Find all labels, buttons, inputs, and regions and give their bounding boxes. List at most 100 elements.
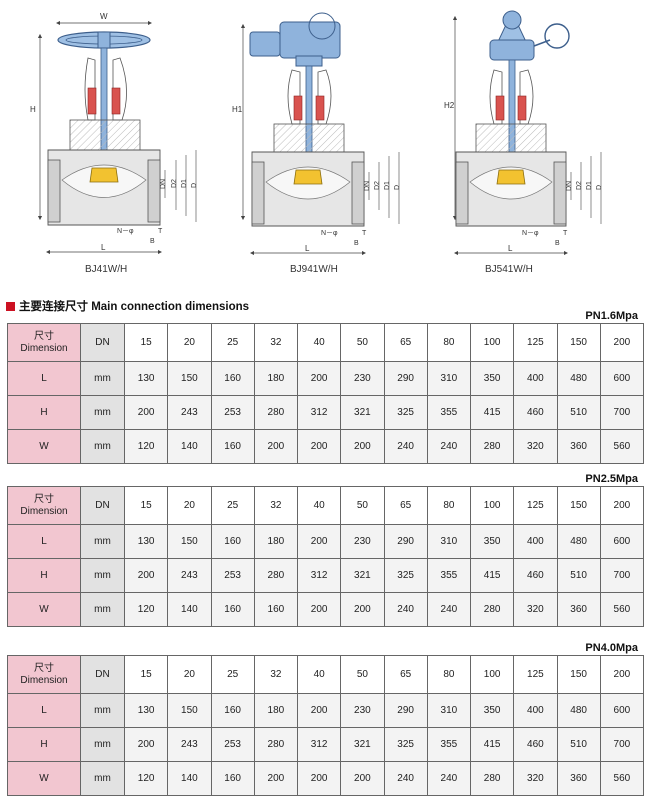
dn-value-cell: 100 <box>469 655 515 694</box>
value-cell: 160 <box>210 761 255 796</box>
label-b: B <box>150 238 155 245</box>
value-cell: 200 <box>340 761 385 796</box>
value-cell: 240 <box>426 592 472 627</box>
value-cell: 415 <box>469 558 515 593</box>
section-title-text: 主要连接尺寸 Main connection dimensions <box>19 301 250 313</box>
value-cell: 160 <box>210 592 255 627</box>
value-cell: 230 <box>340 693 385 728</box>
dn-value-cell: 65 <box>383 486 428 525</box>
header-dn-cell: DN <box>80 655 125 694</box>
value-cell: 350 <box>469 693 515 728</box>
value-cell: 280 <box>469 592 515 627</box>
value-cell: 160 <box>253 592 299 627</box>
dn-value-cell: 150 <box>556 323 601 362</box>
unit-cell: mm <box>80 361 125 396</box>
dn-value-cell: 20 <box>167 323 212 362</box>
value-cell: 160 <box>210 361 255 396</box>
dn-value-cell: 50 <box>340 655 385 694</box>
value-cell: 560 <box>599 592 645 627</box>
label-dn: DN <box>364 181 371 191</box>
value-cell: 120 <box>123 429 169 464</box>
row-label-cell: L <box>7 693 81 728</box>
label-d2: D2 <box>576 181 583 190</box>
header-cn: 尺寸 <box>34 330 54 342</box>
label-w: W <box>100 12 108 21</box>
value-cell: 355 <box>426 558 472 593</box>
value-cell: 321 <box>340 395 385 430</box>
valve-figure-bj541: H2 DN D2 D1 D N－φ T B L <box>444 10 603 256</box>
value-cell: 200 <box>296 693 342 728</box>
value-cell: 325 <box>383 727 428 762</box>
label-dn: DN <box>160 179 167 189</box>
dn-value-cell: 20 <box>167 486 212 525</box>
dn-value-cell: 32 <box>253 655 299 694</box>
value-cell: 350 <box>469 524 515 559</box>
value-cell: 140 <box>167 429 212 464</box>
pressure-label-pn25: PN2.5Mpa <box>585 473 638 485</box>
value-cell: 280 <box>469 761 515 796</box>
header-cn: 尺寸 <box>34 662 54 674</box>
value-cell: 510 <box>556 558 601 593</box>
unit-cell: mm <box>80 693 125 728</box>
value-cell: 240 <box>426 761 472 796</box>
dn-value-cell: 32 <box>253 323 299 362</box>
value-cell: 415 <box>469 395 515 430</box>
label-h2: H2 <box>444 101 455 110</box>
header-dn-cell: DN <box>80 323 125 362</box>
value-cell: 200 <box>296 761 342 796</box>
value-cell: 320 <box>513 761 558 796</box>
unit-cell: mm <box>80 395 125 430</box>
row-label-cell: W <box>7 592 81 627</box>
label-d2: D2 <box>171 179 178 188</box>
value-cell: 480 <box>556 361 601 396</box>
value-cell: 312 <box>296 727 342 762</box>
dn-value-cell: 20 <box>167 655 212 694</box>
valve-figure-bj41: W H DN D2 D1 D N－φ T B <box>30 12 198 255</box>
value-cell: 200 <box>296 524 342 559</box>
label-nphi: N－φ <box>522 230 539 237</box>
value-cell: 200 <box>340 429 385 464</box>
value-cell: 415 <box>469 727 515 762</box>
value-cell: 480 <box>556 524 601 559</box>
label-t: T <box>563 230 568 237</box>
value-cell: 460 <box>513 395 558 430</box>
dn-value-cell: 80 <box>426 486 472 525</box>
value-cell: 130 <box>123 524 169 559</box>
value-cell: 280 <box>469 429 515 464</box>
figure-caption-bj41: BJ41W/H <box>85 264 128 275</box>
label-h: H <box>30 105 36 114</box>
value-cell: 290 <box>383 693 428 728</box>
value-cell: 480 <box>556 693 601 728</box>
value-cell: 253 <box>210 727 255 762</box>
label-t: T <box>362 230 367 237</box>
value-cell: 200 <box>296 361 342 396</box>
value-cell: 160 <box>210 429 255 464</box>
dn-value-cell: 125 <box>513 323 558 362</box>
value-cell: 700 <box>599 395 645 430</box>
value-cell: 230 <box>340 361 385 396</box>
label-d: D <box>596 185 603 190</box>
dn-value-cell: 15 <box>123 486 169 525</box>
value-cell: 243 <box>167 558 212 593</box>
dn-value-cell: 80 <box>426 655 472 694</box>
valve-figure-bj941: H1 DN D2 D1 D N－φ T B L <box>232 12 401 256</box>
dn-value-cell: 65 <box>383 323 428 362</box>
label-b: B <box>555 240 560 247</box>
value-cell: 280 <box>253 558 299 593</box>
value-cell: 360 <box>556 429 601 464</box>
value-cell: 200 <box>253 429 299 464</box>
pressure-label-pn16: PN1.6Mpa <box>585 310 638 322</box>
value-cell: 600 <box>599 524 645 559</box>
value-cell: 600 <box>599 693 645 728</box>
row-label-cell: L <box>7 361 81 396</box>
value-cell: 290 <box>383 361 428 396</box>
value-cell: 120 <box>123 761 169 796</box>
